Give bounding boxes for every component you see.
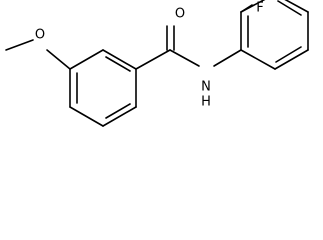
methoxy-o-ring-bond [46,49,71,70]
bond [284,0,309,13]
aromatic-double-bond [277,0,302,16]
fluorophenyl-ring [240,0,309,70]
nitrogen-aryl-bond [213,49,242,67]
aromatic-double-bond [105,103,131,119]
aromatic-double-bond [275,46,302,63]
bond [102,49,137,70]
carbonyl-oxygen-label: O [175,7,185,22]
bond [69,106,104,127]
amide-nitrogen-label: N [201,80,211,95]
methoxyphenyl-ring [69,49,137,127]
methoxy-oxygen-label: O [35,28,45,43]
methoxy-o-methyl-bond [5,39,34,51]
bond [240,49,276,70]
molecule-diagram: O O N H F [5,0,309,127]
ring-carbonyl-bond [135,49,171,70]
fluorine-bond [240,4,253,13]
carbonyl-nitrogen-bond [169,49,200,67]
bond [69,49,104,70]
amide-hydrogen-label: H [201,95,211,110]
aromatic-double-bond [105,56,131,72]
bond [102,106,137,127]
fluorine-label: F [256,1,263,16]
bond [274,49,309,70]
